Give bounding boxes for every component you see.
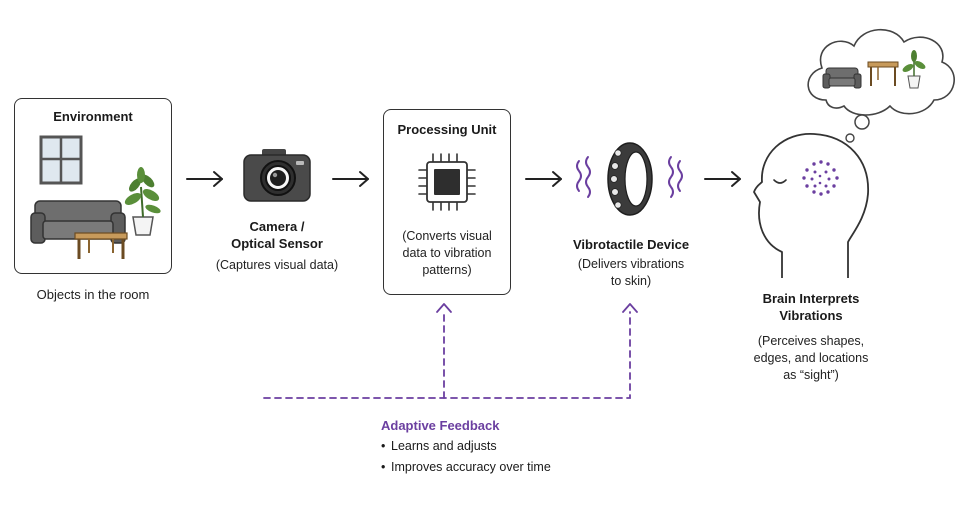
plant-icon	[124, 167, 161, 236]
brain-desc-line3: as “sight”)	[783, 368, 839, 382]
device-desc-line1: (Delivers vibrations	[577, 257, 685, 271]
device-title: Vibrotactile Device	[572, 237, 690, 252]
feedback-list: Learns and adjusts Improves accuracy ove…	[381, 436, 621, 478]
brain-desc-line2: edges, and locations	[753, 351, 869, 365]
processing-desc-line1: (Converts visual	[402, 229, 492, 243]
mini-sofa-icon	[822, 67, 862, 89]
brain-desc-line1: (Perceives shapes,	[757, 334, 865, 348]
environment-title: Environment	[53, 109, 133, 124]
feedback-title: Adaptive Feedback	[381, 418, 500, 433]
chip-icon	[418, 153, 476, 211]
thought-cloud-icon	[807, 28, 955, 143]
brain-title-line2: Vibrations	[779, 308, 843, 323]
arrow-environment-to-camera	[186, 171, 223, 187]
camera-title-line1: Camera /	[249, 219, 305, 234]
arrow-device-to-brain	[704, 171, 741, 187]
head-silhouette-icon	[753, 133, 869, 278]
brain-title-line1: Brain Interprets	[762, 291, 860, 306]
processing-desc-line3: patterns)	[422, 263, 472, 277]
mini-table-icon	[867, 61, 899, 86]
vibrotactile-band-icon	[576, 142, 683, 216]
table-icon	[74, 232, 128, 259]
camera-icon	[243, 149, 311, 202]
feedback-item: Improves accuracy over time	[381, 457, 621, 478]
room-illustration	[30, 135, 161, 259]
vibration-waves-right-icon	[668, 156, 683, 198]
adaptive-feedback-panel: Adaptive Feedback Learns and adjusts Imp…	[381, 418, 621, 478]
window-icon	[39, 135, 83, 185]
processing-desc-line2: data to vibration	[402, 246, 492, 260]
vibration-waves-left-icon	[576, 156, 591, 198]
environment-caption: Objects in the room	[36, 287, 150, 302]
camera-title-line2: Optical Sensor	[231, 236, 323, 251]
processing-unit-box: Processing Unit (Converts visual data to…	[383, 109, 511, 295]
camera-desc: (Captures visual data)	[215, 258, 339, 272]
environment-box: Environment	[14, 98, 172, 274]
feedback-arrowheads	[436, 303, 638, 313]
arrow-processing-to-device	[525, 171, 562, 187]
processing-title: Processing Unit	[397, 122, 497, 137]
feedback-loop	[263, 311, 631, 399]
feedback-item: Learns and adjusts	[381, 436, 621, 457]
device-desc-line2: to skin)	[610, 274, 652, 288]
brain-signal-icon	[802, 160, 839, 196]
arrow-camera-to-processing	[332, 171, 369, 187]
mini-plant-icon	[902, 50, 926, 89]
